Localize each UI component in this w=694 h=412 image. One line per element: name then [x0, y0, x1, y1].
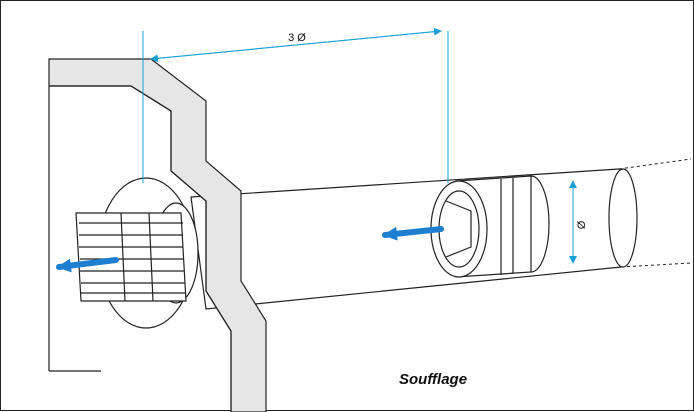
caption-soufflage: Soufflage [399, 371, 467, 388]
air-valve [430, 175, 550, 278]
dimension-horizontal [142, 27, 449, 183]
duct-pipe [190, 168, 638, 310]
airflow-arrow-duct [382, 226, 444, 241]
dimension-horizontal-label: 3 Ø [288, 32, 306, 44]
airflow-arrow-room [56, 257, 119, 273]
wall-grille [75, 177, 199, 329]
wall [48, 58, 267, 412]
airflow-arrows [56, 226, 444, 273]
dimension-vertical-label: Ø [576, 220, 588, 229]
duct-continuation [618, 158, 692, 268]
